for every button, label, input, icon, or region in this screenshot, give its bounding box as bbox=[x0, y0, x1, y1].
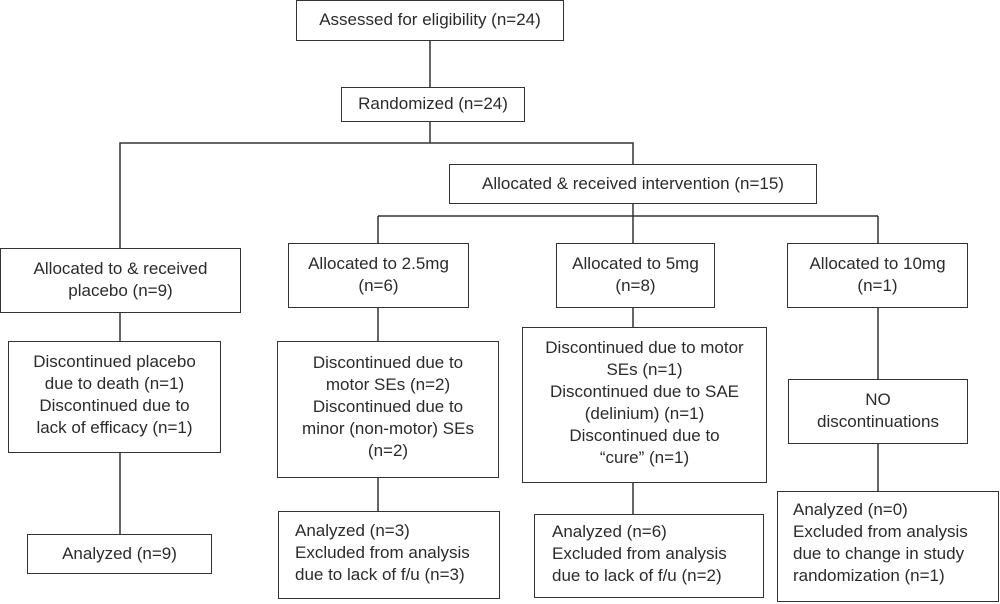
dose-2.5mg-allocation-box: Allocated to 2.5mg (n=6) bbox=[288, 243, 469, 308]
dose-2.5mg-discontinued-line-3: Discontinued due to bbox=[312, 397, 464, 416]
placebo-allocation-line-2: placebo (n=9) bbox=[68, 281, 173, 300]
dose-5mg-discontinued-line-4: (delinium) (n=1) bbox=[584, 404, 705, 423]
placebo-analyzed-box: Analyzed (n=9) bbox=[27, 534, 212, 574]
eligibility-box: Assessed for eligibility (n=24) bbox=[296, 0, 564, 41]
placebo-discontinued-box: Discontinued placebo due to death (n=1) … bbox=[8, 341, 221, 453]
dose-5mg-discontinued-line-2: SEs (n=1) bbox=[606, 360, 683, 379]
placebo-discontinued-line-1: Discontinued placebo bbox=[33, 352, 196, 371]
placebo-discontinued-line-3: Discontinued due to bbox=[39, 396, 190, 415]
dose-5mg-analyzed-line-1: Analyzed (n=6) bbox=[552, 522, 667, 541]
dose-10mg-allocation-box: Allocated to 10mg (n=1) bbox=[787, 243, 968, 308]
dose-5mg-discontinued-line-1: Discontinued due to motor bbox=[545, 338, 744, 357]
dose-5mg-analyzed-line-2: Excluded from analysis bbox=[552, 544, 727, 563]
dose-2.5mg-discontinued-line-4: minor (non-motor) SEs bbox=[302, 419, 474, 438]
dose-5mg-allocation-line-1: Allocated to 5mg bbox=[572, 254, 699, 273]
placebo-allocation-box: Allocated to & received placebo (n=9) bbox=[0, 248, 241, 313]
dose-5mg-discontinued-box: Discontinued due to motor SEs (n=1) Disc… bbox=[522, 327, 767, 483]
dose-5mg-analyzed-line-3: due to lack of f/u (n=2) bbox=[552, 566, 722, 585]
dose-2.5mg-discontinued-line-2: motor SEs (n=2) bbox=[325, 375, 451, 394]
dose-5mg-discontinued-line-3: Discontinued due to SAE bbox=[549, 382, 739, 401]
placebo-discontinued-line-4: lack of efficacy (n=1) bbox=[36, 418, 193, 437]
dose-10mg-analyzed-box: Analyzed (n=0) Excluded from analysis du… bbox=[777, 491, 999, 602]
dose-2.5mg-allocation-line-1: Allocated to 2.5mg bbox=[308, 254, 449, 273]
dose-2.5mg-discontinued-line-1: Discontinued due to bbox=[312, 353, 464, 372]
dose-5mg-discontinued-line-5: Discontinued due to bbox=[569, 426, 720, 445]
randomized-text: Randomized (n=24) bbox=[358, 94, 508, 113]
dose-2.5mg-discontinued-box: Discontinued due to motor SEs (n=2) Disc… bbox=[277, 341, 499, 478]
dose-2.5mg-allocation-line-2: (n=6) bbox=[358, 276, 399, 295]
connector-split-placebo-intervention bbox=[119, 142, 634, 248]
dose-10mg-analyzed-line-2: Excluded from analysis bbox=[793, 522, 968, 541]
dose-5mg-analyzed-box: Analyzed (n=6) Excluded from analysis du… bbox=[534, 514, 764, 598]
randomized-box: Randomized (n=24) bbox=[341, 87, 525, 122]
dose-2.5mg-analyzed-line-2: Excluded from analysis bbox=[295, 543, 470, 562]
dose-10mg-analyzed-line-3: due to change in study bbox=[793, 544, 965, 563]
dose-5mg-discontinued-line-6: “cure” (n=1) bbox=[599, 448, 690, 467]
placebo-allocation-line-1: Allocated to & received bbox=[33, 259, 208, 278]
intervention-text: Allocated & received intervention (n=15) bbox=[482, 174, 784, 193]
dose-10mg-allocation-line-2: (n=1) bbox=[857, 276, 898, 295]
dose-10mg-discontinued-line-1: NO bbox=[865, 390, 891, 409]
dose-5mg-allocation-line-2: (n=8) bbox=[615, 276, 656, 295]
dose-10mg-discontinued-line-2: discontinuations bbox=[817, 412, 939, 431]
dose-2.5mg-analyzed-box: Analyzed (n=3) Excluded from analysis du… bbox=[278, 511, 500, 599]
dose-5mg-allocation-box: Allocated to 5mg (n=8) bbox=[556, 243, 715, 308]
intervention-box: Allocated & received intervention (n=15) bbox=[449, 164, 817, 204]
dose-2.5mg-discontinued-line-5: (n=2) bbox=[367, 441, 409, 460]
dose-10mg-analyzed-line-1: Analyzed (n=0) bbox=[793, 500, 908, 519]
eligibility-text: Assessed for eligibility (n=24) bbox=[319, 10, 541, 29]
dose-2.5mg-analyzed-line-3: due to lack of f/u (n=3) bbox=[295, 565, 465, 584]
dose-2.5mg-analyzed-line-1: Analyzed (n=3) bbox=[295, 521, 410, 540]
dose-10mg-allocation-line-1: Allocated to 10mg bbox=[809, 254, 946, 273]
placebo-discontinued-line-2: due to death (n=1) bbox=[44, 374, 185, 393]
dose-10mg-discontinued-box: NO discontinuations bbox=[788, 379, 968, 444]
placebo-analyzed-text: Analyzed (n=9) bbox=[62, 544, 177, 563]
dose-10mg-analyzed-line-4: randomization (n=1) bbox=[793, 566, 945, 585]
